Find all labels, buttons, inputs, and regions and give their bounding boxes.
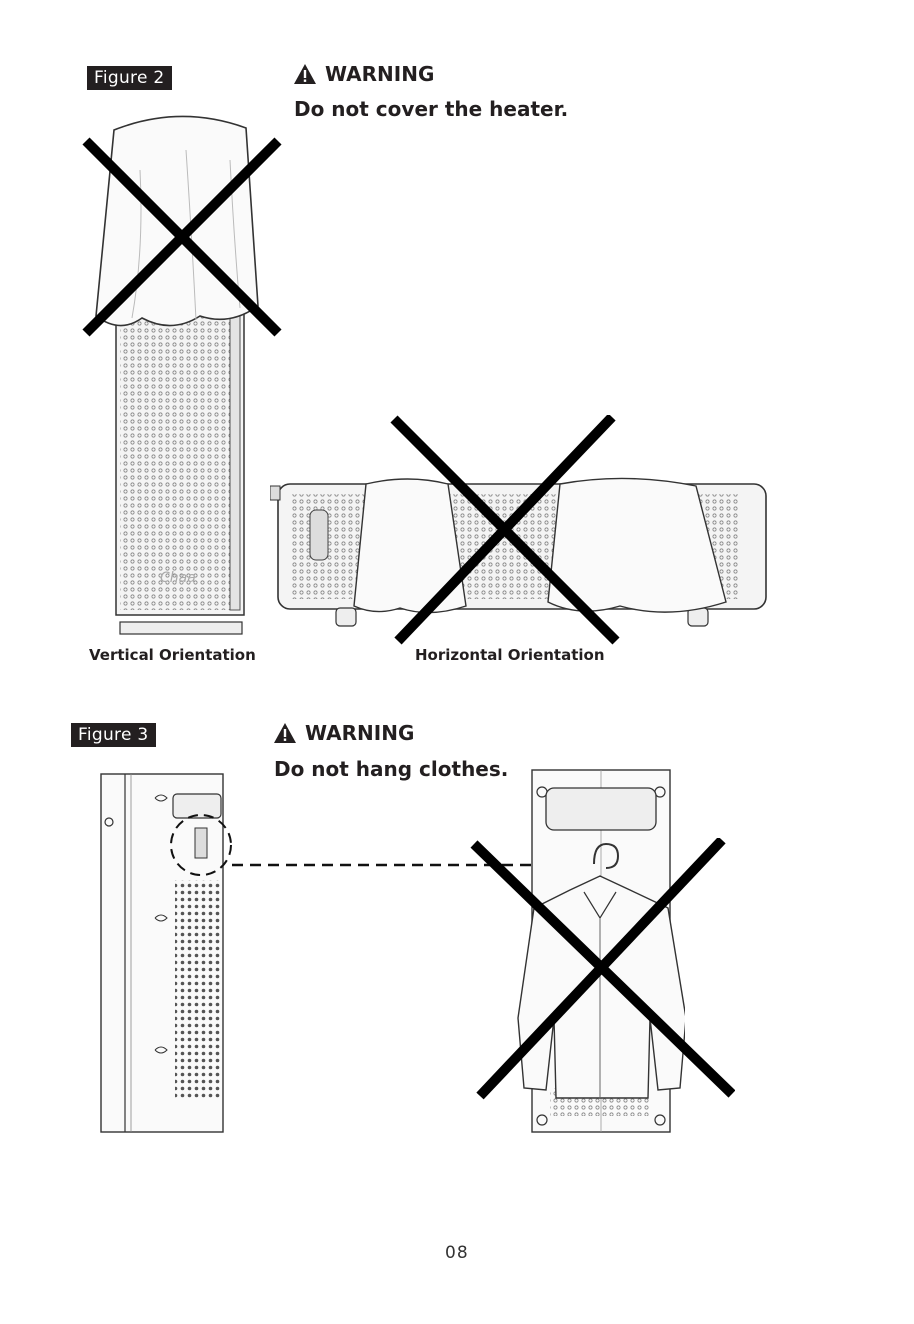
page-number: 08 <box>445 1243 469 1263</box>
x-cross-icon <box>80 135 285 340</box>
figure-2-message: Do not cover the heater. <box>294 97 568 121</box>
figure-2-warning: WARNING <box>293 62 434 86</box>
caption-horizontal-orientation: Horizontal Orientation <box>415 646 605 664</box>
figure-3-message: Do not hang clothes. <box>274 757 508 781</box>
figure-3-label: Figure 3 <box>71 723 156 747</box>
x-cross-icon <box>470 838 735 1100</box>
figure-3-warning: WARNING <box>273 721 414 745</box>
x-cross-icon <box>390 415 620 645</box>
warning-triangle-icon <box>293 63 317 85</box>
warning-text: WARNING <box>305 721 414 745</box>
svg-text:Ϲhaa: Ϲhaa <box>160 570 196 586</box>
heater-side-view-illustration <box>95 770 235 1135</box>
warning-text: WARNING <box>325 62 434 86</box>
warning-triangle-icon <box>273 722 297 744</box>
caption-vertical-orientation: Vertical Orientation <box>89 646 256 664</box>
figure-2-label: Figure 2 <box>87 66 172 90</box>
